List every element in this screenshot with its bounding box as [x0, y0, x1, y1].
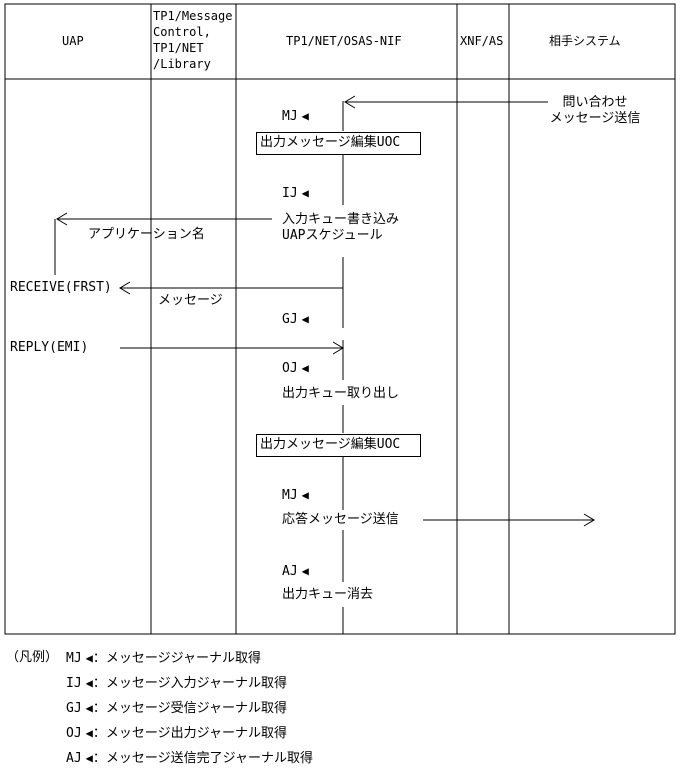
legend-code: MJ — [66, 651, 82, 666]
tp1-library-line-1: TP1/Message — [153, 9, 233, 23]
journal-code: MJ — [282, 488, 298, 503]
reply-call: REPLY(EMI) — [10, 340, 89, 355]
legend-item: AJ◀：メッセージ送信完了ジャーナル取得 — [66, 750, 313, 775]
journal-mj-2: MJ◀ — [282, 487, 309, 504]
response-arrowhead — [583, 513, 595, 527]
response-send-label: 応答メッセージ送信 — [282, 512, 399, 527]
journal-gj: GJ◀ — [282, 311, 309, 328]
legend-desc: ：メッセージ出力ジャーナル取得 — [92, 726, 287, 741]
journal-oj: OJ◀ — [282, 360, 309, 377]
column-header-uap: UAP — [62, 34, 84, 48]
output-queue-take-label: 出力キュー取り出し — [282, 386, 400, 401]
input-queue-line-1: 入力キュー書き込み — [282, 212, 400, 227]
journal-marker-icon: ◀ — [301, 186, 309, 200]
schedule-arrowhead — [56, 212, 68, 226]
legend-code: OJ — [66, 726, 82, 741]
legend-item: MJ◀：メッセージジャーナル取得 — [66, 650, 313, 675]
legend-item: GJ◀：メッセージ受信ジャーナル取得 — [66, 700, 313, 725]
journal-marker-icon: ◀ — [85, 701, 93, 715]
journal-ij: IJ◀ — [282, 185, 309, 202]
tp1-library-line-4: /Library — [153, 57, 211, 71]
journal-marker-icon: ◀ — [85, 676, 93, 690]
journal-marker-icon: ◀ — [85, 651, 93, 665]
legend-code: IJ — [66, 676, 82, 691]
journal-code: GJ — [282, 312, 298, 327]
input-queue-label: 入力キュー書き込み UAPスケジュール — [282, 212, 399, 244]
journal-marker-icon: ◀ — [301, 312, 309, 326]
column-header-osas-nif: TP1/NET/OSAS-NIF — [286, 34, 402, 48]
legend-code: GJ — [66, 701, 82, 716]
inquiry-send-line-2: メッセージ送信 — [549, 111, 641, 126]
tp1-library-line-2: Control, — [153, 25, 211, 39]
legend-desc: ：メッセージ受信ジャーナル取得 — [92, 701, 287, 716]
journal-marker-icon: ◀ — [301, 488, 309, 502]
journal-marker-icon: ◀ — [85, 726, 93, 740]
journal-mj-1: MJ◀ — [282, 108, 309, 125]
message-arrowhead — [119, 281, 131, 295]
inquiry-send-line-1: 問い合わせ — [562, 95, 628, 110]
legend-label: （凡例） — [6, 650, 59, 665]
diagram-frame — [4, 3, 676, 635]
journal-marker-icon: ◀ — [301, 361, 309, 375]
journal-marker-icon: ◀ — [301, 564, 309, 578]
inquiry-arrowhead — [344, 95, 356, 109]
legend-desc: ：メッセージ送信完了ジャーナル取得 — [92, 751, 313, 766]
legend-code: AJ — [66, 751, 82, 766]
legend-item: OJ◀：メッセージ出力ジャーナル取得 — [66, 725, 313, 750]
column-header-xnf-as: XNF/AS — [460, 34, 504, 48]
reply-arrowhead — [332, 341, 344, 355]
journal-code: AJ — [282, 564, 298, 579]
input-queue-line-2: UAPスケジュール — [282, 228, 383, 243]
legend-desc: ：メッセージ入力ジャーナル取得 — [92, 676, 287, 691]
column-header-tp1-library: TP1/Message Control, TP1/NET /Library — [153, 8, 232, 72]
journal-aj: AJ◀ — [282, 563, 309, 580]
legend-list: MJ◀：メッセージジャーナル取得 IJ◀：メッセージ入力ジャーナル取得 GJ◀：… — [66, 650, 313, 775]
column-header-partner: 相手システム — [549, 34, 621, 48]
journal-marker-icon: ◀ — [85, 751, 93, 765]
message-label: メッセージ — [158, 293, 223, 308]
journal-code: IJ — [282, 186, 298, 201]
inquiry-send-label: 問い合わせ メッセージ送信 — [540, 95, 650, 127]
legend-desc: ：メッセージジャーナル取得 — [92, 651, 261, 666]
legend-item: IJ◀：メッセージ入力ジャーナル取得 — [66, 675, 313, 700]
journal-code: MJ — [282, 109, 298, 124]
journal-code: OJ — [282, 361, 298, 376]
receive-call: RECEIVE(FRST) — [10, 280, 112, 295]
tp1-library-line-3: TP1/NET — [153, 41, 204, 55]
edit-uoc-box-1: 出力メッセージ編集UOC — [256, 132, 421, 155]
app-name-label: アプリケーション名 — [88, 227, 205, 242]
edit-uoc-box-2: 出力メッセージ編集UOC — [256, 434, 421, 457]
journal-marker-icon: ◀ — [301, 109, 309, 123]
output-queue-delete-label: 出力キュー消去 — [282, 587, 374, 602]
